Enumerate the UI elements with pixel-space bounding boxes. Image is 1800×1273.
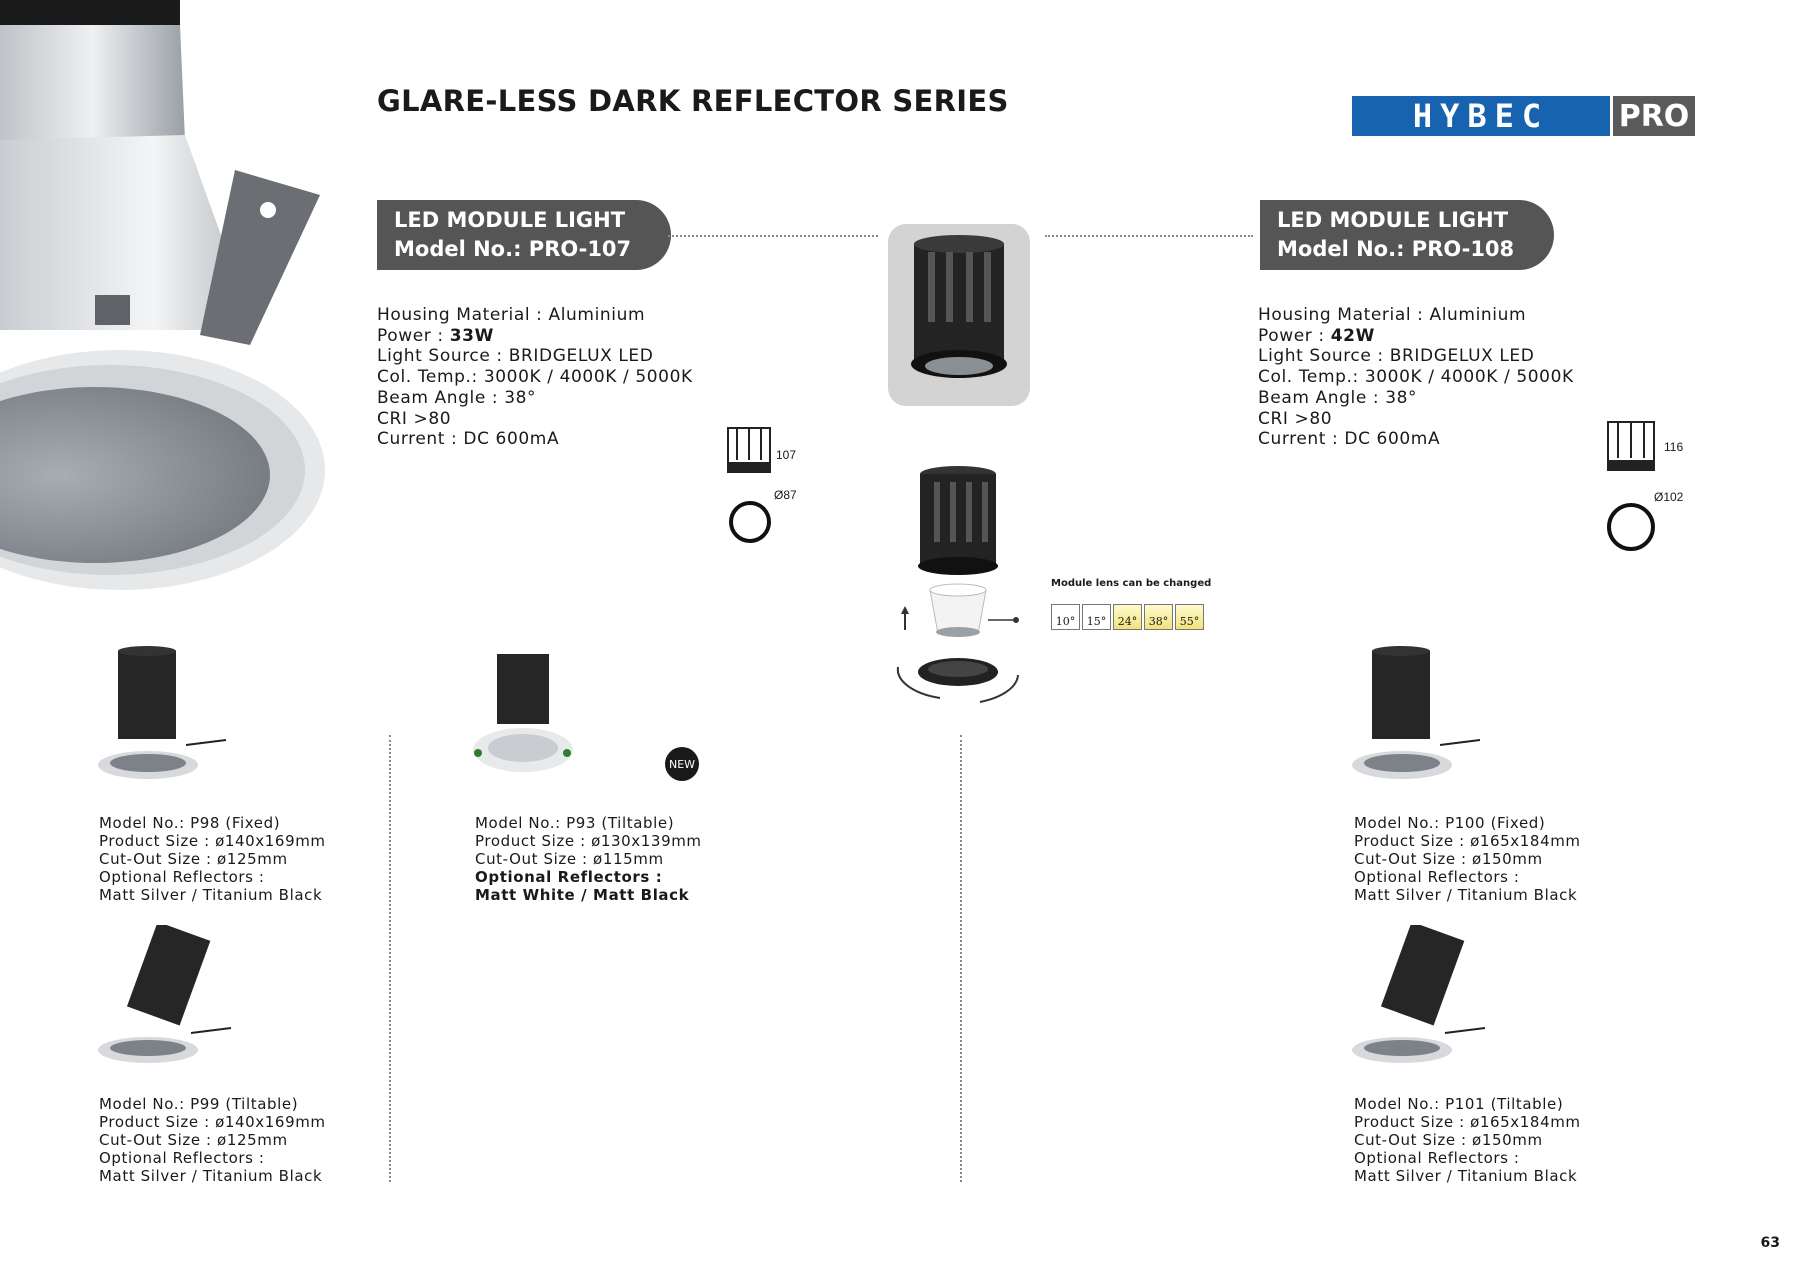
- product-cutout: Cut-Out Size : ø150mm: [1354, 1131, 1543, 1149]
- lens-38: 38°: [1144, 604, 1173, 630]
- spec-housing: Housing Material : Aluminium: [1258, 305, 1527, 325]
- dimension-ring-pro-108: [1607, 503, 1655, 551]
- lens-angle-options: 10° 15° 24° 38° 55°: [1051, 604, 1204, 630]
- product-size: Product Size : ø165x184mm: [1354, 1113, 1581, 1131]
- specs-pro-108: Housing Material : Aluminium Power : 42W…: [1258, 305, 1574, 450]
- dimension-drawing-pro-107: [727, 427, 771, 473]
- spec-col-temp: Col. Temp.: 3000K / 4000K / 5000K: [377, 367, 693, 388]
- product-reflectors: Matt Silver / Titanium Black: [99, 1167, 323, 1185]
- hero-downlight-image: [0, 0, 330, 610]
- dotted-connector-left: [668, 235, 878, 237]
- page-title: GLARE-LESS DARK REFLECTOR SERIES: [377, 84, 1009, 118]
- product-cutout: Cut-Out Size : ø125mm: [99, 1131, 288, 1149]
- product-model: Model No.: P99 (Tiltable): [99, 1095, 299, 1113]
- lens-note: Module lens can be changed: [1051, 578, 1212, 589]
- lens-55: 55°: [1175, 604, 1204, 630]
- lens-10: 10°: [1051, 604, 1080, 630]
- product-cutout: Cut-Out Size : ø125mm: [99, 850, 288, 868]
- product-model: Model No.: P100 (Fixed): [1354, 814, 1546, 832]
- badge-title: LED MODULE LIGHT: [394, 208, 626, 232]
- dimension-drawing-pro-108: [1607, 421, 1655, 471]
- spec-beam: Beam Angle : 38°: [1258, 387, 1418, 408]
- product-model: Model No.: P93 (Tiltable): [475, 814, 675, 832]
- spec-housing: Housing Material : Aluminium: [377, 305, 646, 325]
- spec-cri: CRI >80: [1258, 408, 1333, 429]
- module-badge-pro-108: LED MODULE LIGHT Model No.: PRO-108: [1260, 200, 1555, 270]
- product-reflectors-label: Optional Reflectors :: [1354, 1149, 1520, 1167]
- product-size: Product Size : ø140x169mm: [99, 1113, 326, 1131]
- product-reflectors-label: Optional Reflectors :: [475, 868, 663, 886]
- badge-model: Model No.: PRO-108: [1277, 237, 1515, 261]
- module-badge-pro-107: LED MODULE LIGHT Model No.: PRO-107: [377, 200, 672, 270]
- lens-24: 24°: [1113, 604, 1142, 630]
- new-badge: NEW: [665, 747, 699, 781]
- product-reflectors-label: Optional Reflectors :: [99, 868, 265, 886]
- spec-power-value: 42W: [1330, 325, 1375, 346]
- product-reflectors: Matt Silver / Titanium Black: [1354, 1167, 1578, 1185]
- product-p98: Model No.: P98 (Fixed) Product Size : ø1…: [99, 814, 326, 904]
- dim-diameter-108: Ø102: [1654, 490, 1684, 504]
- product-image-p98: [98, 646, 227, 779]
- product-image-p100: [1352, 646, 1481, 779]
- dim-diameter-107: Ø87: [774, 488, 797, 502]
- spec-light-source: Light Source : BRIDGELUX LED: [377, 346, 654, 367]
- logo-pro: PRO: [1613, 96, 1695, 136]
- page-number: 63: [1760, 1235, 1780, 1251]
- product-p93: Model No.: P93 (Tiltable) Product Size :…: [475, 814, 702, 904]
- product-image-p101: [1352, 925, 1486, 1063]
- spec-power-label: Power :: [1258, 325, 1331, 346]
- product-size: Product Size : ø130x139mm: [475, 832, 702, 850]
- product-image-p93: [473, 654, 573, 772]
- spec-cri: CRI >80: [377, 408, 452, 429]
- product-size: Product Size : ø140x169mm: [99, 832, 326, 850]
- logo-brand: HYBEC: [1352, 96, 1610, 136]
- module-photo: [888, 224, 1030, 406]
- spec-power: Power : 42W: [1258, 326, 1574, 347]
- spec-current: Current : DC 600mA: [1258, 429, 1441, 450]
- badge-title: LED MODULE LIGHT: [1277, 208, 1509, 232]
- badge-model: Model No.: PRO-107: [394, 237, 632, 261]
- product-p99: Model No.: P99 (Tiltable) Product Size :…: [99, 1095, 326, 1185]
- product-p100: Model No.: P100 (Fixed) Product Size : ø…: [1354, 814, 1581, 904]
- divider-left: [389, 735, 391, 1182]
- product-image-p99: [98, 925, 232, 1063]
- spec-power-value: 33W: [449, 325, 494, 346]
- spec-light-source: Light Source : BRIDGELUX LED: [1258, 346, 1535, 367]
- product-p101: Model No.: P101 (Tiltable) Product Size …: [1354, 1095, 1581, 1185]
- spec-power: Power : 33W: [377, 326, 693, 347]
- spec-col-temp: Col. Temp.: 3000K / 4000K / 5000K: [1258, 367, 1574, 388]
- product-size: Product Size : ø165x184mm: [1354, 832, 1581, 850]
- dim-height-107: 107: [776, 448, 797, 462]
- dotted-connector-right: [1045, 235, 1253, 237]
- product-reflectors: Matt Silver / Titanium Black: [99, 886, 323, 904]
- lens-15: 15°: [1082, 604, 1111, 630]
- spec-power-label: Power :: [377, 325, 450, 346]
- product-model: Model No.: P98 (Fixed): [99, 814, 281, 832]
- spec-current: Current : DC 600mA: [377, 429, 560, 450]
- product-reflectors-label: Optional Reflectors :: [99, 1149, 265, 1167]
- product-reflectors: Matt Silver / Titanium Black: [1354, 886, 1578, 904]
- product-cutout: Cut-Out Size : ø115mm: [475, 850, 664, 868]
- dimension-ring-pro-107: [729, 501, 771, 543]
- spec-beam: Beam Angle : 38°: [377, 387, 537, 408]
- product-reflectors-label: Optional Reflectors :: [1354, 868, 1520, 886]
- product-model: Model No.: P101 (Tiltable): [1354, 1095, 1564, 1113]
- dim-height-108: 116: [1664, 440, 1684, 454]
- specs-pro-107: Housing Material : Aluminium Power : 33W…: [377, 305, 693, 450]
- product-cutout: Cut-Out Size : ø150mm: [1354, 850, 1543, 868]
- hybec-pro-logo: HYBEC PRO: [1352, 96, 1695, 136]
- exploded-module-illustration: [896, 466, 1019, 703]
- product-reflectors: Matt White / Matt Black: [475, 886, 690, 904]
- divider-center: [960, 735, 962, 1182]
